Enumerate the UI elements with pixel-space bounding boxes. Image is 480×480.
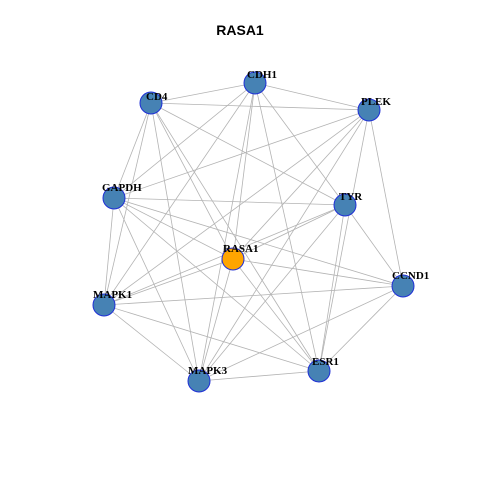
edge-plek-rasa1 [232,109,370,260]
node-gapdh[interactable] [102,186,126,210]
edge-rasa1-ccnd1 [232,258,404,287]
node-label-mapk1: MAPK1 [93,289,132,301]
node-ccnd1[interactable] [391,274,415,298]
edge-cd4-tyr [150,102,346,206]
node-label-ccnd1: CCND1 [392,270,429,282]
node-label-gapdh: GAPDH [102,182,142,194]
edge-plek-esr1 [318,109,370,372]
edge-cdh1-plek [254,82,370,111]
edge-ccnd1-esr1 [318,285,404,372]
edge-rasa1-esr1 [232,258,320,372]
edge-ccnd1-mapk3 [198,285,404,382]
node-label-esr1: ESR1 [312,356,339,368]
edge-tyr-rasa1 [232,204,346,260]
edge-cd4-gapdh [113,102,152,199]
edge-cdh1-cd4 [150,82,256,104]
edge-plek-mapk1 [103,109,370,306]
edge-rasa1-mapk1 [103,258,234,306]
node-layer [92,71,415,393]
edge-cd4-mapk1 [103,102,152,306]
edge-mapk1-esr1 [103,304,320,372]
edge-tyr-ccnd1 [344,204,404,287]
edge-cdh1-esr1 [254,82,320,372]
edge-tyr-mapk3 [198,204,346,382]
edge-ccnd1-mapk1 [103,285,404,306]
edge-cdh1-mapk1 [103,82,256,306]
edge-cdh1-tyr [254,82,346,206]
edge-cd4-rasa1 [150,102,234,260]
node-esr1[interactable] [307,359,331,383]
edge-gapdh-tyr [113,197,346,206]
node-label-rasa1: RASA1 [223,243,258,255]
node-plek[interactable] [357,98,381,122]
edge-cdh1-gapdh [113,82,256,199]
edge-rasa1-mapk3 [198,258,234,382]
node-label-mapk3: MAPK3 [188,365,228,377]
edge-cd4-esr1 [150,102,320,372]
node-tyr[interactable] [333,193,357,217]
node-label-cd4: CD4 [146,91,168,103]
node-label-cdh1: CDH1 [247,69,277,81]
edge-gapdh-esr1 [113,197,320,372]
edge-mapk1-mapk3 [103,304,200,382]
edge-tyr-esr1 [318,204,346,372]
edge-plek-ccnd1 [368,109,404,287]
edge-plek-gapdh [113,109,370,199]
graph-title: RASA1 [216,22,264,38]
node-rasa1[interactable] [221,247,245,271]
node-mapk1[interactable] [92,293,116,317]
edge-layer [103,82,404,382]
node-label-plek: PLEK [361,96,391,108]
edge-plek-mapk3 [198,109,370,382]
node-cdh1[interactable] [243,71,267,95]
node-cd4[interactable] [139,91,163,115]
node-label-tyr: TYR [339,191,363,203]
edge-esr1-mapk3 [198,370,320,382]
edge-gapdh-mapk1 [103,197,115,306]
edge-gapdh-ccnd1 [113,197,404,287]
edge-gapdh-mapk3 [113,197,200,382]
edge-gapdh-rasa1 [113,197,234,260]
node-mapk3[interactable] [187,369,211,393]
edge-cd4-plek [150,102,370,111]
edge-cdh1-rasa1 [232,82,256,260]
edge-cd4-mapk3 [150,102,200,382]
